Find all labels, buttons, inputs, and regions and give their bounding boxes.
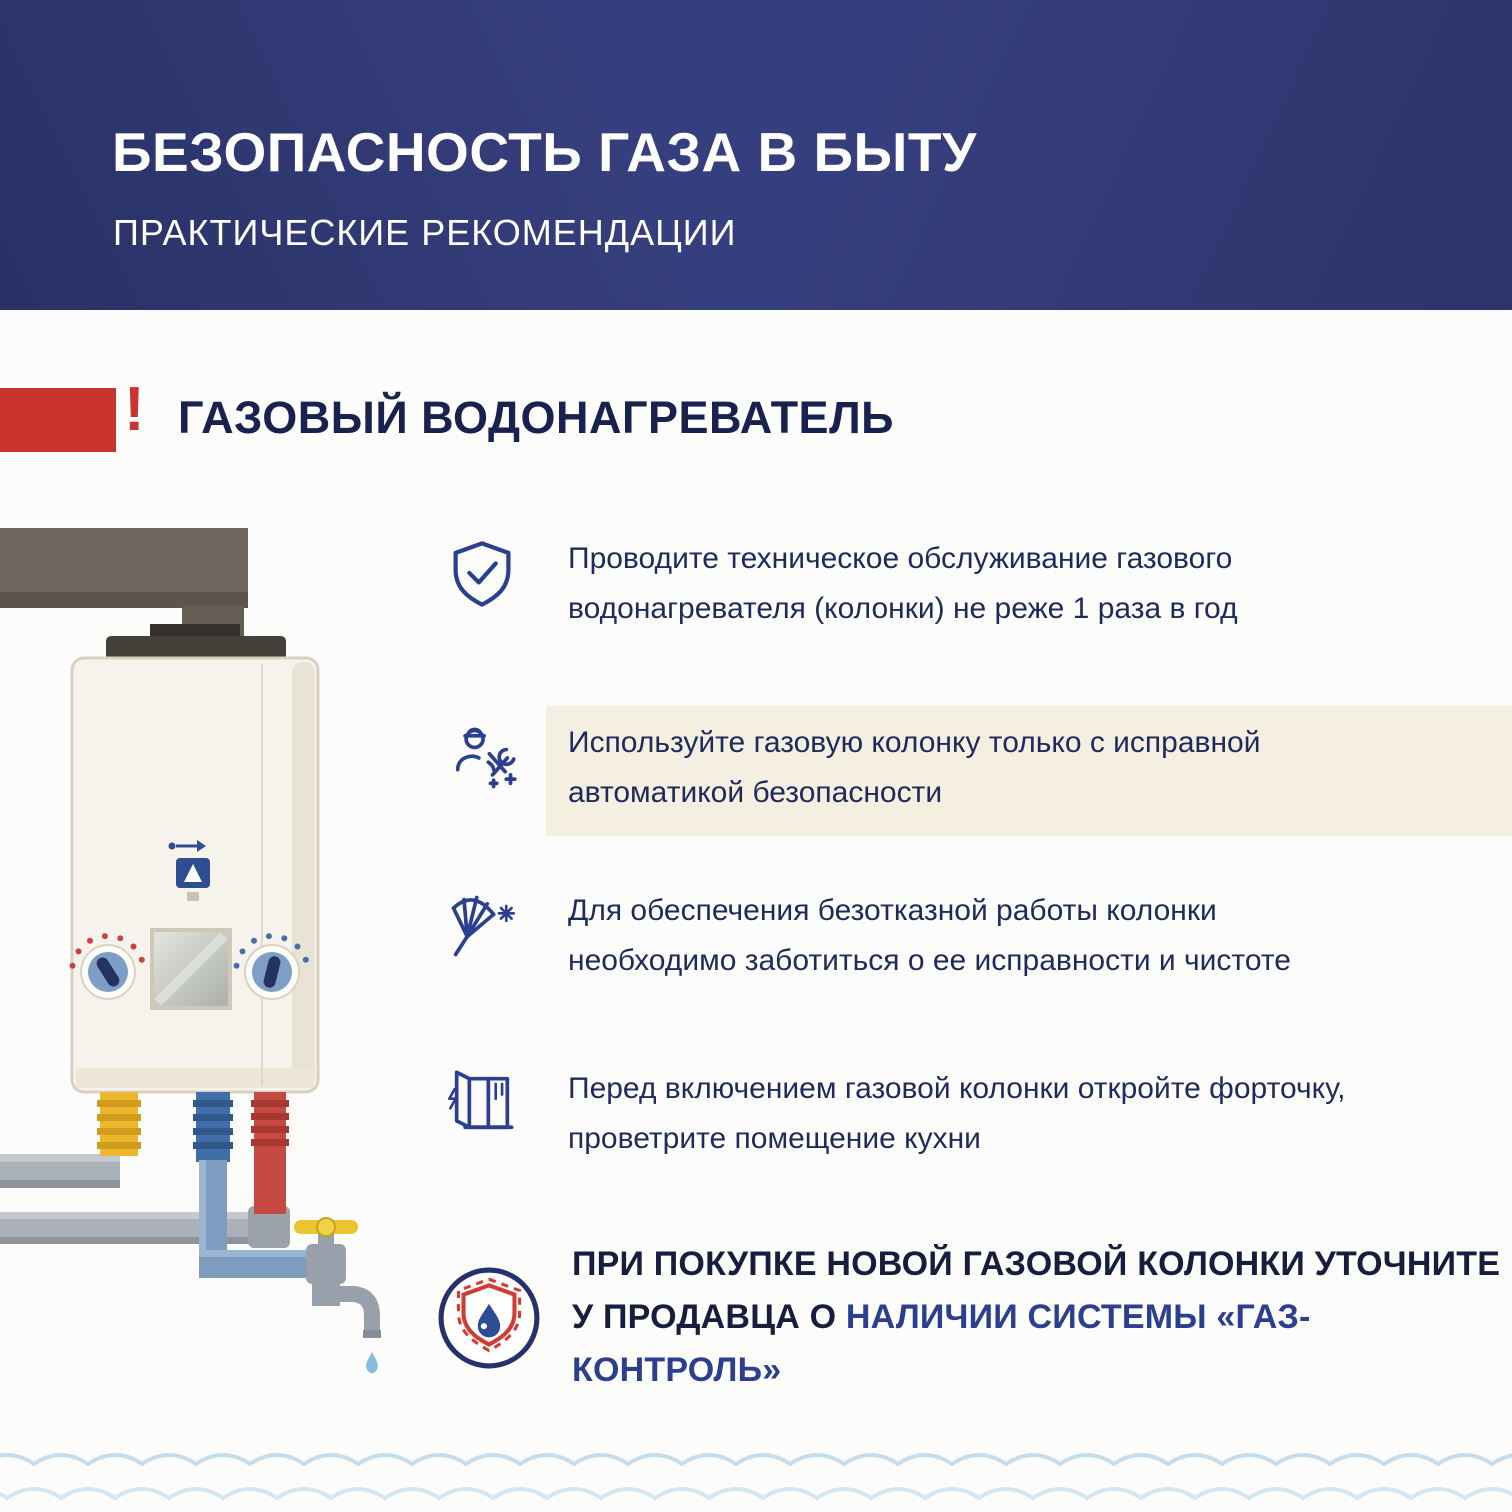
right-knob (233, 933, 309, 1000)
recommendation-item-cleanliness: Для обеспечения безотказной работы колон… (444, 886, 1291, 986)
faucet (294, 1217, 381, 1338)
section-title: ГАЗОВЫЙ ВОДОНАГРЕВАТЕЛЬ (178, 392, 894, 443)
shield-check-icon (444, 536, 520, 612)
recommendation-line: водонагревателя (колонки) не реже 1 раза… (568, 592, 1238, 625)
callout-line2-plain: У ПРОДАВЦА О (572, 1298, 846, 1336)
recommendation-text: Используйте газовую колонку только с исп… (568, 718, 1261, 818)
water-waves (0, 1453, 1512, 1501)
gas-pipe-yellow (97, 1092, 141, 1156)
recommendation-line: проветрите помещение кухни (568, 1122, 981, 1155)
hot-pipe-red (251, 1092, 289, 1214)
highlight-band (546, 706, 1512, 836)
recommendation-line: Проводите техническое обслуживание газов… (568, 542, 1233, 575)
gas-control-callout: ПРИ ПОКУПКЕ НОВОЙ ГАЗОВОЙ КОЛОНКИ УТОЧНИ… (436, 1238, 1512, 1397)
recommendation-item-automatics: Используйте газовую колонку только с исп… (444, 718, 1261, 818)
gray-pipe-upper (0, 1154, 120, 1188)
recommendation-line: автоматикой безопасности (568, 776, 943, 809)
section-ribbon (0, 388, 116, 452)
left-knob (69, 933, 145, 1000)
recommendation-item-maintenance: Проводите техническое обслуживание газов… (444, 534, 1238, 634)
burner-indicator-icon (168, 840, 210, 901)
water-drop (366, 1352, 378, 1374)
recommendation-text: Для обеспечения безотказной работы колон… (568, 886, 1291, 986)
gray-pipe-lower (0, 1206, 290, 1248)
recommendation-text: Проводите техническое обслуживание газов… (568, 534, 1238, 634)
header-banner: БЕЗОПАСНОСТЬ ГАЗА В БЫТУ ПРАКТИЧЕСКИЕ РЕ… (0, 0, 1512, 310)
poster-title: БЕЗОПАСНОСТЬ ГАЗА В БЫТУ (112, 121, 977, 183)
recommendation-line: Перед включением газовой колонки откройт… (568, 1072, 1346, 1105)
recommendation-text: Перед включением газовой колонки откройт… (568, 1064, 1345, 1164)
feather-duster-icon (444, 888, 520, 964)
serviceman-tools-icon (444, 720, 520, 796)
display-panel (150, 928, 232, 1010)
callout-line2-highlight: НАЛИЧИИ СИСТЕМЫ «ГАЗ-КОНТРОЛЬ» (572, 1298, 1311, 1389)
poster-subtitle: ПРАКТИЧЕСКИЕ РЕКОМЕНДАЦИИ (113, 212, 737, 253)
exclamation-mark: ! (124, 375, 145, 444)
recommendation-line: Используйте газовую колонку только с исп… (568, 726, 1261, 759)
water-pipe-blue (193, 1092, 321, 1278)
recommendation-line: необходимо заботиться о ее исправности и… (568, 944, 1291, 977)
callout-text: ПРИ ПОКУПКЕ НОВОЙ ГАЗОВОЙ КОЛОНКИ УТОЧНИ… (572, 1238, 1512, 1397)
gas-control-badge-icon (436, 1265, 542, 1371)
callout-line1: ПРИ ПОКУПКЕ НОВОЙ ГАЗОВОЙ КОЛОНКИ УТОЧНИ… (572, 1245, 1501, 1283)
recommendation-line: Для обеспечения безотказной работы колон… (568, 894, 1217, 927)
open-window-icon (444, 1066, 520, 1142)
recommendation-item-ventilation: Перед включением газовой колонки откройт… (444, 1064, 1345, 1164)
